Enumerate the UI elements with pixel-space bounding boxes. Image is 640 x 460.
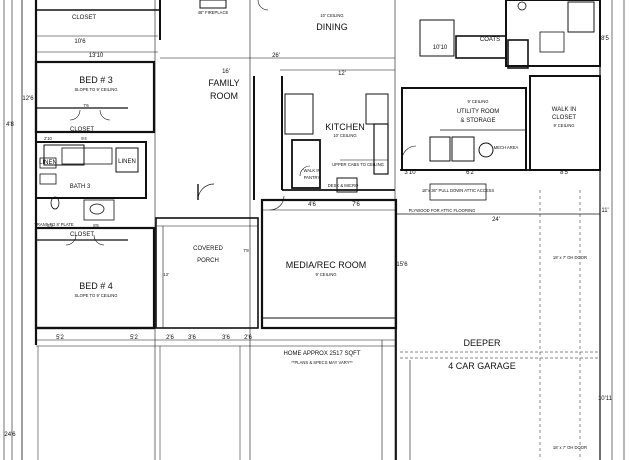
dim-13: 13' [163,272,169,277]
note-trans: TRANS TO 8' PLATE [34,222,74,227]
room-covered-line1: COVERED [193,246,223,252]
dim-2-6a: 2'6 [166,335,174,341]
note-plans-vary: **PLANS & SPECS MAY VARY** [291,360,353,365]
room-family-line1: FAMILY [208,78,239,88]
dim-3-10: 3'10 [404,170,416,176]
dim-15-6: 15'6 [396,262,408,268]
dim-3-9: 3'9 [47,223,53,228]
note-slope-bed3: SLOPE TO 9' CEILING [74,87,117,92]
dim-24: 24' [492,217,500,223]
walkin-pantry-line1: WALK IN [303,168,320,173]
note-ceiling-utility: 9' CEILING [467,99,488,104]
note-slope-bed4: SLOPE TO 9' CEILING [74,293,117,298]
dim-8-5: 8'5 [560,170,568,176]
room-covered-line2: PORCH [197,258,219,264]
room-bed4: BED # 4 [79,281,113,291]
closet-bed4: CLOSET [70,232,94,238]
room-utility-line1: UTILITY ROOM [457,109,500,115]
note-ceiling-dining: 10' CEILING [320,13,343,18]
room-dining: DINING [316,22,348,32]
dim-2-10: 2'10 [44,136,52,141]
closet-top: CLOSET [72,15,96,21]
room-family-line2: ROOM [210,91,238,101]
mech-area: MECH AREA [494,145,519,150]
dim-11: 11' [601,208,608,214]
room-bath3: BATH 3 [70,184,91,190]
walkin-pantry-line2: PANTRY [304,175,321,180]
linen-2: LINEN [118,159,136,165]
dim-7-6b: 7'6 [83,103,89,108]
dim-9-4: 9'4 [81,136,87,141]
dim-10-10: 10'10 [433,45,448,51]
dim-2-6b: 2'6 [244,335,252,341]
note-desk: DESK & MICRO [328,183,359,188]
dim-8-6: 8'6 [93,223,99,228]
room-walkin-closet-line2: CLOSET [552,115,576,121]
dim-12-6: 12'6 [22,96,34,102]
dim-8-5b: 8'5 [601,36,609,42]
dim-24-6: 24'6 [4,432,16,438]
room-bed3: BED # 3 [79,75,113,85]
room-garage: 4 CAR GARAGE [448,361,516,371]
dim-16: 16' [222,69,230,75]
room-utility-line2: & STORAGE [461,118,496,124]
dim-7-8: 7'8 [243,248,249,253]
dim-10-11: 10'11 [598,396,613,402]
note-door-top: 18' x 7' OH DOOR [553,255,587,260]
wall-lines [3,0,625,460]
dim-5-2b: 5'2 [130,335,138,341]
dim-5-2a: 5'2 [56,335,64,341]
room-walkin-closet-line1: WALK IN [552,107,576,113]
room-garage-deeper: DEEPER [463,338,501,348]
room-media: MEDIA/REC ROOM [286,260,367,270]
dim-26: 26' [272,53,280,59]
coats: COATS [480,37,500,43]
note-ceiling-media: 9' CEILING [315,272,336,277]
note-home-sqft: HOME APPROX 2517 SQFT [283,351,360,357]
dim-3-6b: 3'6 [222,335,230,341]
dim-4-6: 4'6 [308,202,316,208]
dim-12: 12' [338,71,346,77]
note-ceiling-closet: 9' CEILING [553,123,574,128]
dim-10-6: 10'6 [74,39,86,45]
dim-4-8: 4'8 [6,122,14,128]
note-fireplace: 48" FIREPLACE [198,10,229,15]
dim-13-10: 13'10 [89,53,104,59]
dim-7-6: 7'6 [352,202,360,208]
note-attic: 18"x 36" PULL DOWN ATTIC ACCESS [422,188,495,193]
note-upper-cab: UPPER CABS TO CEILING [332,162,384,167]
note-door-bottom: 18' x 7' OH DOOR [553,445,587,450]
note-plywood: PLYWOOD FOR ATTIC FLOORING [409,208,476,213]
dim-3-6a: 3'6 [188,335,196,341]
closet-bed3: CLOSET [70,127,94,133]
dim-6-2: 6'2 [466,170,474,176]
linen-1: LINEN [39,160,57,166]
room-kitchen: KITCHEN [325,122,365,132]
note-ceiling-kitchen: 10' CEILING [333,133,356,138]
